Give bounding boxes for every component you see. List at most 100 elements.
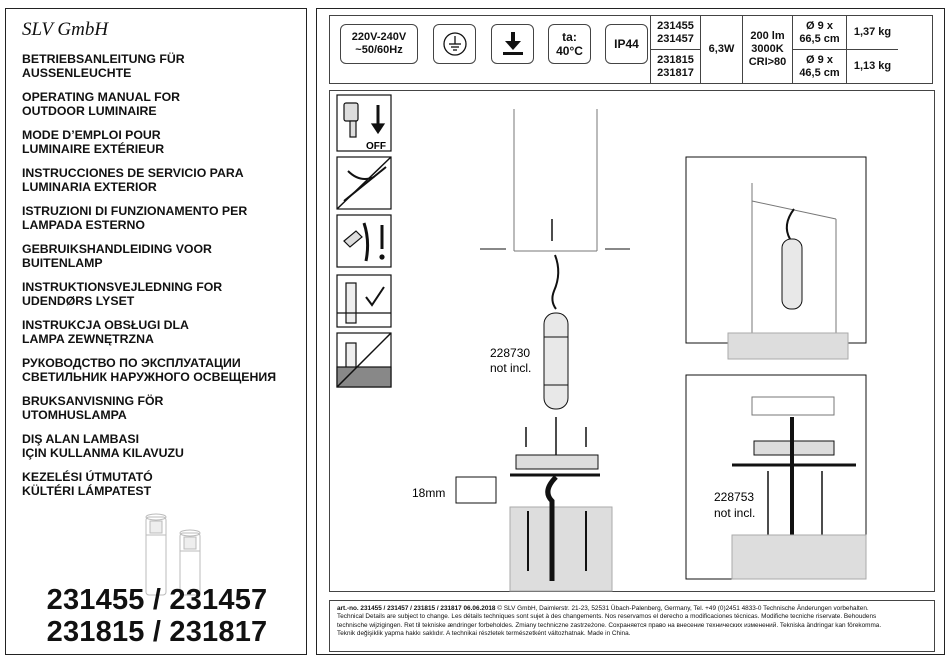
- weight-value: 1,37 kg: [847, 16, 898, 50]
- short-bollard: [179, 532, 201, 596]
- depth-label: 18mm: [412, 486, 445, 500]
- voltage-frequency: ~50/60Hz: [355, 44, 403, 56]
- manual-title-line: OPERATING MANUAL FOR: [22, 90, 181, 104]
- correct-install-icon: [336, 274, 392, 328]
- manual-title-line: INSTRUCCIONES DE SERVICIO PARA: [22, 166, 244, 180]
- footer-article-numbers: art.-no. 231455 / 231457 / 231815 / 2318…: [337, 605, 462, 612]
- dimension-column: Ø 9 x 66,5 cm Ø 9 x 46,5 cm: [792, 16, 846, 83]
- manual-title-line: GEBRUIKSHANDLEIDING VOOR: [22, 242, 212, 256]
- manual-title-line: BETRIEBSANLEITUNG FÜR: [22, 52, 185, 66]
- main-assembly: [455, 109, 630, 592]
- article-number-line: 231455 / 231457: [46, 584, 268, 616]
- manual-title-line: OUTDOOR LUMINAIRE: [22, 103, 157, 118]
- article-number: 231817: [657, 66, 694, 79]
- footer-line-1: art.-no. 231455 / 231457 / 231815 / 2318…: [337, 605, 927, 613]
- manual-title-line: LAMPA ZEWNĘTRZNA: [22, 331, 154, 346]
- manual-title-line: AUSSENLEUCHTE: [22, 65, 132, 80]
- power-column: 6,3W: [700, 16, 742, 83]
- installation-drawing: OFF 228730 not incl. 18mm: [336, 94, 867, 592]
- manual-title-line: IÇIN KULLANMA KILAVUZU: [22, 445, 184, 460]
- article-number: 231455: [657, 19, 694, 32]
- light-column: 200 lm 3000K CRI>80: [742, 16, 792, 83]
- manual-title-line: BRUKSANVISNING FÖR: [22, 394, 164, 408]
- ip-rating-spec: IP44: [605, 24, 648, 64]
- spec-strip: 220V-240V ~50/60Hz ta: 40°C IP44 231: [329, 15, 933, 84]
- mounting-surface-spec: [491, 24, 534, 64]
- footer-company: © SLV GmbH, Daimlerstr. 21-23, 52531 Üba…: [497, 605, 869, 612]
- no-soldering-icon: [336, 156, 392, 210]
- switch-off-icon: [336, 94, 392, 152]
- manual-title-line: KEZELÉSI ÚTMUTATÓ: [22, 470, 153, 484]
- connector-228730: [543, 312, 569, 410]
- manual-title-line: LAMPADA ESTERNO: [22, 217, 145, 232]
- manual-title-line: MODE D’EMPLOI POUR: [22, 128, 161, 142]
- footer-line-4: Teknik değişiklik yapma hakkı saklıdır. …: [337, 629, 631, 637]
- brand-name: SLV GmbH: [22, 19, 109, 40]
- footer-line-3: technische wijzigingen. Ret til tekniske…: [337, 621, 882, 629]
- product-illustration: [145, 513, 201, 596]
- manual-title-line: DIŞ ALAN LAMBASI: [22, 432, 140, 446]
- manual-title-line: UDENDØRS LYSET: [22, 293, 135, 308]
- footer-date: 06.06.2018: [463, 605, 496, 612]
- switch-off-label: OFF: [366, 141, 386, 152]
- manual-title-line: INSTRUKTIONSVEJLEDNING FOR: [22, 280, 223, 294]
- manual-title-line: INSTRUKCJA OBSŁUGI DLA: [22, 318, 189, 332]
- detail-anchor: [685, 374, 867, 580]
- ip-rating: IP44: [614, 37, 639, 51]
- spec-table: 231455 231457 231815 231817 6,3W 200 lm …: [650, 16, 898, 83]
- footer-line-2: Technical Details are subject to change.…: [337, 613, 877, 621]
- weight-column: 1,37 kg 1,13 kg: [846, 16, 898, 83]
- article-numbers: 231455 / 231457 231815 / 231817: [20, 584, 294, 648]
- tall-bollard: [145, 516, 167, 596]
- safety-icons: [336, 94, 392, 388]
- manual-title-line: LUMINARIA EXTERIOR: [22, 179, 157, 194]
- ta-value: 40°C: [556, 44, 583, 58]
- manual-title-line: BUITENLAMP: [22, 255, 103, 270]
- dimension-diameter: Ø 9 x: [806, 53, 833, 66]
- hazard-tool-icon: [336, 214, 392, 268]
- manual-title-line: СВЕТИЛЬНИК НАРУЖНОГО ОСВЕЩЕНИЯ: [22, 369, 277, 384]
- color-rendering: CRI>80: [748, 56, 787, 68]
- part-number-228730: 228730: [490, 346, 530, 360]
- manual-title-line: LUMINAIRE EXTÉRIEUR: [22, 141, 165, 156]
- instructions-frame: [316, 8, 945, 655]
- manual-title-line: KÜLTÉRI LÁMPATEST: [22, 483, 152, 498]
- part-number-228753: 228753: [714, 490, 754, 504]
- dimension-diameter: Ø 9 x: [806, 19, 833, 32]
- power-value: 6,3W: [708, 43, 735, 55]
- installation-diagrams: OFF 228730 not incl. 18mm: [329, 90, 935, 592]
- legal-footer: art.-no. 231455 / 231457 / 231815 / 2318…: [329, 600, 935, 652]
- protective-earth-icon: [442, 32, 467, 56]
- voltage-range: 220V-240V: [351, 31, 407, 43]
- detail-junction: [685, 156, 867, 360]
- dimension-height: 46,5 cm: [799, 66, 840, 79]
- luminous-flux: 200 lm: [750, 30, 785, 42]
- ta-label: ta:: [562, 30, 577, 44]
- voltage-spec: 220V-240V ~50/60Hz: [340, 24, 418, 64]
- article-number: 231815: [657, 53, 694, 66]
- protection-class-spec: [433, 24, 476, 64]
- part-note-228730: not incl.: [490, 361, 531, 375]
- article-column: 231455 231457 231815 231817: [650, 16, 700, 83]
- surface-mount-icon: [502, 32, 523, 55]
- part-note-228753: not incl.: [714, 506, 755, 520]
- article-number: 231457: [657, 32, 694, 45]
- color-temperature: 3000K: [751, 43, 784, 55]
- ambient-temperature-spec: ta: 40°C: [548, 24, 591, 64]
- manual-title-line: РУКОВОДСТВО ПО ЭКСПЛУАТАЦИИ: [22, 356, 241, 370]
- weight-value: 1,13 kg: [853, 60, 892, 72]
- manual-title-line: ISTRUZIONI DI FUNZIONAMENTO PER: [22, 204, 248, 218]
